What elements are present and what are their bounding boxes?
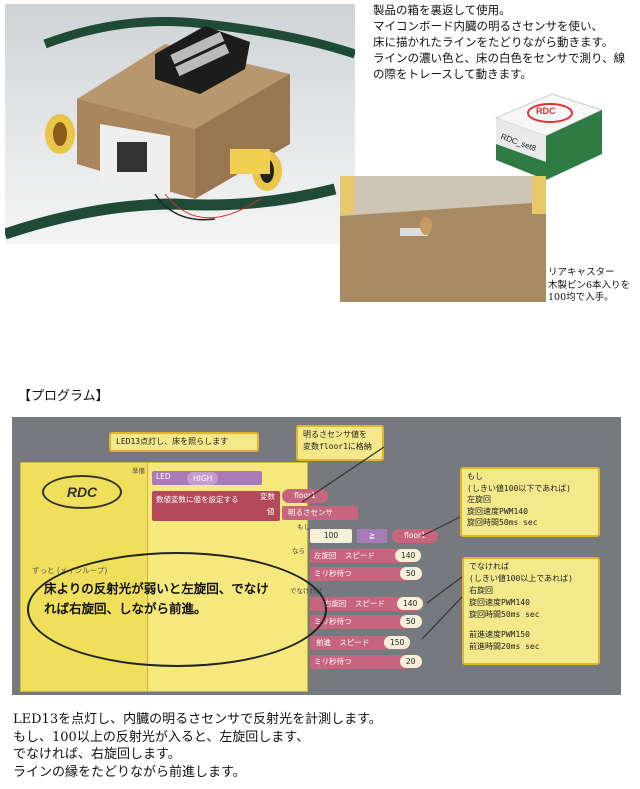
led-label: LED — [156, 472, 171, 481]
note-line: 変数floor1に格納 — [303, 442, 372, 451]
threshold-value[interactable]: 100 — [310, 529, 352, 543]
bottom-line: もし、100以上の反射光が入ると、左旋回します、 — [13, 729, 310, 745]
speed-label: スピード — [344, 551, 375, 560]
intro-line: マイコンボード内臓の明るさセンサを使い、 — [373, 19, 603, 33]
intro-line: 製品の箱を裏返して使用。 — [373, 3, 511, 17]
note-line: もし — [467, 472, 483, 481]
wait-block-3[interactable]: ミリ秒待つ — [310, 655, 410, 669]
wait-block-2[interactable]: ミリ秒待つ — [310, 615, 410, 629]
section-title: 【プログラム】 — [18, 389, 109, 404]
overlay-text: 床よりの反射光が弱いと左旋回、でなけ れば右旋回、しながら前進。 — [44, 579, 269, 619]
forward-label: 前進 — [316, 638, 331, 647]
note-line: (しきい値100以下であれば) — [467, 483, 572, 493]
note-line: 明るさセンサ値を — [303, 430, 367, 439]
caster-caption: リアキャスター 木製ピン6本入りを 100均で入手。 — [548, 267, 640, 305]
highlight-ellipse — [27, 552, 327, 667]
right-speed-value[interactable]: 140 — [397, 597, 424, 610]
right-turn-label: 右旋回 — [324, 599, 347, 608]
note-led-text: LED13点灯し、床を照らします — [116, 437, 229, 446]
intro-line: の際をトレースして動きます。 — [373, 67, 532, 81]
note-led: LED13点灯し、床を照らします — [109, 432, 259, 452]
compare-op[interactable]: ≧ — [357, 529, 387, 543]
wait-value-2[interactable]: 50 — [400, 615, 422, 628]
rdc-label: RDC — [42, 475, 122, 509]
left-speed-value[interactable]: 140 — [395, 549, 422, 562]
box-logo: RDC — [536, 106, 556, 116]
program-panel: LED13点灯し、床を照らします 明るさセンサ値を 変数floor1に格納 RD… — [12, 417, 621, 695]
bottom-line: ラインの縁をたどりながら前進します。 — [13, 764, 246, 780]
left-turn-block[interactable]: 左旋回 スピード — [310, 549, 410, 563]
intro-line: 床に描かれたラインをたどりながら動きます。 — [373, 35, 614, 49]
left-turn-label: 左旋回 — [314, 551, 337, 560]
then-label: なら — [292, 547, 305, 555]
speed-label: スピード — [339, 638, 370, 647]
bottom-line: LED13を点灯し、内臓の明るさセンサで反射光を計測します。 — [13, 712, 382, 727]
caption-line: 木製ピン6本入りを — [548, 279, 631, 291]
wait-label: ミリ秒待つ — [314, 569, 352, 578]
note-if: もし (しきい値100以下であれば) 左旋回 旋回速度PWM140 旋回時間50… — [460, 467, 600, 537]
note-line: 旋回速度PWM140 — [467, 506, 528, 516]
bottom-text: LED13を点灯し、内臓の明るさセンサで反射光を計測します。 もし、100以上の… — [13, 711, 613, 781]
note-line: でなければ — [469, 562, 509, 571]
wait-block-1[interactable]: ミリ秒待つ — [310, 567, 410, 581]
right-turn-block[interactable]: 右旋回 スピード — [310, 597, 420, 611]
wait-label: ミリ秒待つ — [314, 617, 352, 626]
forward-block[interactable]: 前進 スピード — [310, 636, 406, 650]
bottom-line: でなければ、右旋回します。 — [13, 747, 181, 762]
wait-label: ミリ秒待つ — [314, 657, 352, 666]
note-line: 旋回時間50ms sec — [469, 610, 540, 619]
note-line: 右旋回 — [469, 586, 493, 595]
if-label: もし — [297, 523, 310, 531]
note-sensor: 明るさセンサ値を 変数floor1に格納 — [296, 425, 384, 461]
note-line: 左旋回 — [467, 495, 491, 504]
set-var-block[interactable]: 数値変数に値を設定する — [152, 491, 280, 521]
led-high[interactable]: HIGH — [187, 472, 219, 485]
caption-line: リアキャスター — [548, 267, 615, 278]
note-line: (しきい値100以上であれば) — [469, 574, 574, 583]
wait-value-3[interactable]: 20 — [400, 655, 422, 668]
rear-caster-photo — [340, 176, 546, 302]
product-box-photo: RDC RDC_set8 — [490, 88, 606, 184]
wait-value-1[interactable]: 50 — [400, 567, 422, 580]
setup-tag: 準備 — [132, 467, 145, 475]
note-line: 前進速度PWM150 — [469, 630, 530, 639]
caption-line: 100均で入手。 — [548, 292, 614, 303]
set-var-label: 数値変数に値を設定する — [156, 495, 239, 504]
note-else: でなければ (しきい値100以上であれば) 右旋回 旋回速度PWM140 旋回時… — [462, 557, 600, 665]
intro-line: ラインの濃い色と、床の白色をセンサで測り、線 — [373, 51, 626, 65]
overlay-line: れば右旋回、しながら前進。 — [44, 601, 207, 616]
note-line: 旋回速度PWM140 — [469, 598, 530, 607]
value-label: 値 — [267, 507, 275, 516]
note-line: 旋回時間50ms sec — [467, 518, 538, 527]
robot-photo — [5, 4, 355, 244]
speed-label: スピード — [354, 599, 385, 608]
floor1-ref[interactable]: floor1 — [392, 529, 438, 543]
var-name-label: 変数 — [260, 492, 275, 501]
overlay-line: 床よりの反射光が弱いと左旋回、でなけ — [44, 581, 269, 596]
forward-speed-value[interactable]: 150 — [384, 636, 411, 649]
intro-text: 製品の箱を裏返して使用。 マイコンボード内臓の明るさセンサを使い、 床に描かれた… — [373, 2, 635, 82]
connector-lines — [301, 446, 463, 640]
note-line: 前進時間20ms sec — [469, 642, 540, 651]
sensor-block[interactable]: 明るさセンサ — [282, 506, 358, 520]
